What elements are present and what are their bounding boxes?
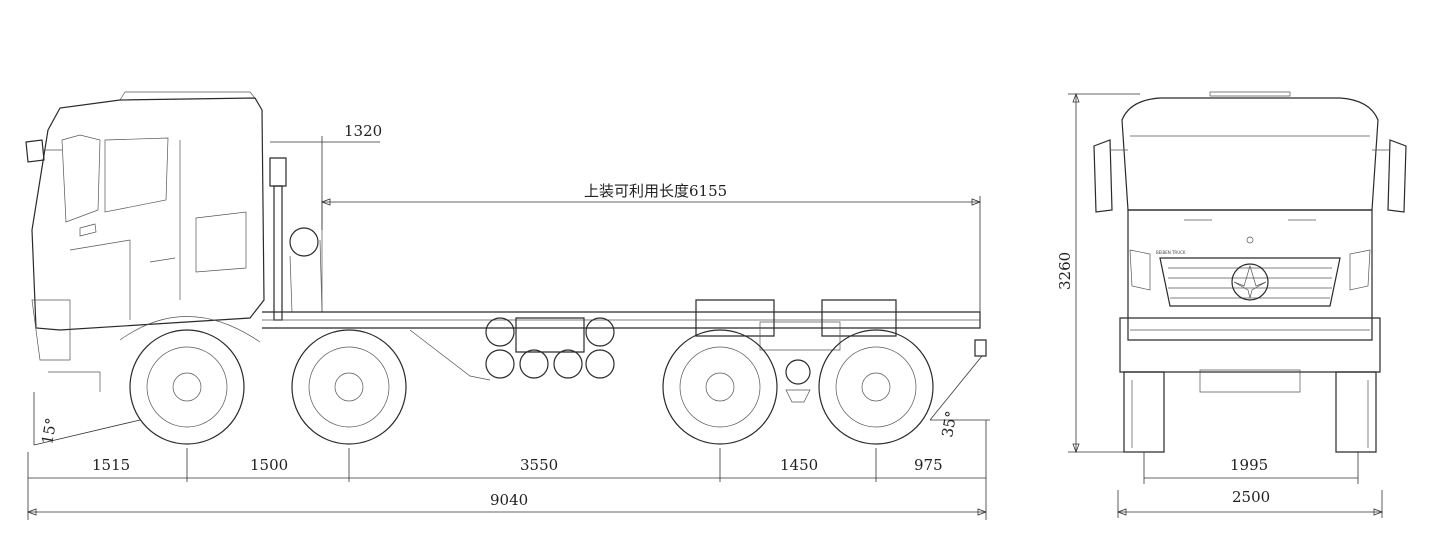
front-wheels: [1123, 371, 1377, 453]
body-length-label: 上装可利用长度6155: [584, 182, 727, 200]
axle-spacing-dimensions: 1515 1500 3550 1450 975: [27, 420, 987, 520]
departure-angle-lines: 35°: [929, 355, 990, 439]
front-view: BEIBEN TRUCK 3260 1995: [1056, 91, 1407, 518]
grille: BEIBEN TRUCK: [1156, 250, 1341, 307]
exhaust-stack: [269, 157, 323, 321]
cab-clearance-label: 1320: [344, 122, 382, 140]
overall-width-label: 2500: [1232, 488, 1270, 506]
cab-front: [1093, 91, 1407, 341]
body-length-dimension: 上装可利用长度6155: [320, 182, 982, 312]
overall-height-label: 3260: [1056, 252, 1074, 290]
track-width-label: 1995: [1230, 456, 1268, 474]
departure-angle-label: 35°: [938, 409, 960, 438]
overall-width-dimension: 2500: [1116, 488, 1384, 518]
tanks: [409, 317, 615, 381]
front-axle-2-wheel: [291, 329, 407, 445]
overall-length-dimension: 9040: [26, 491, 988, 516]
front-overhang-label: 1515: [92, 456, 130, 474]
frame-rail: [262, 311, 987, 357]
approach-angle-lines: 15°: [33, 392, 141, 446]
rear-axle-1-wheel: [662, 329, 778, 445]
approach-angle-label: 15°: [38, 416, 60, 445]
wheelbase-2-label: 3550: [520, 456, 558, 474]
wheelbase-3-label: 1450: [780, 456, 818, 474]
wheelbase-1-label: 1500: [250, 456, 288, 474]
rear-axle-2-wheel: [818, 329, 934, 445]
grille-badge: BEIBEN TRUCK: [1156, 250, 1186, 255]
front-bumper: [1119, 317, 1381, 393]
cab-clearance-dimension: 1320: [270, 122, 382, 230]
cab-side: [25, 91, 265, 392]
side-view: 15° 35° 1320 上装可利用长度6155: [25, 91, 990, 520]
track-width-dimension: 1995: [1143, 452, 1359, 484]
rear-overhang-label: 975: [914, 456, 943, 474]
overall-height-dimension: 3260: [1056, 92, 1140, 454]
rear-bogie: [695, 299, 897, 403]
overall-length-label: 9040: [490, 491, 528, 509]
front-axle-1-wheel: [119, 316, 261, 445]
